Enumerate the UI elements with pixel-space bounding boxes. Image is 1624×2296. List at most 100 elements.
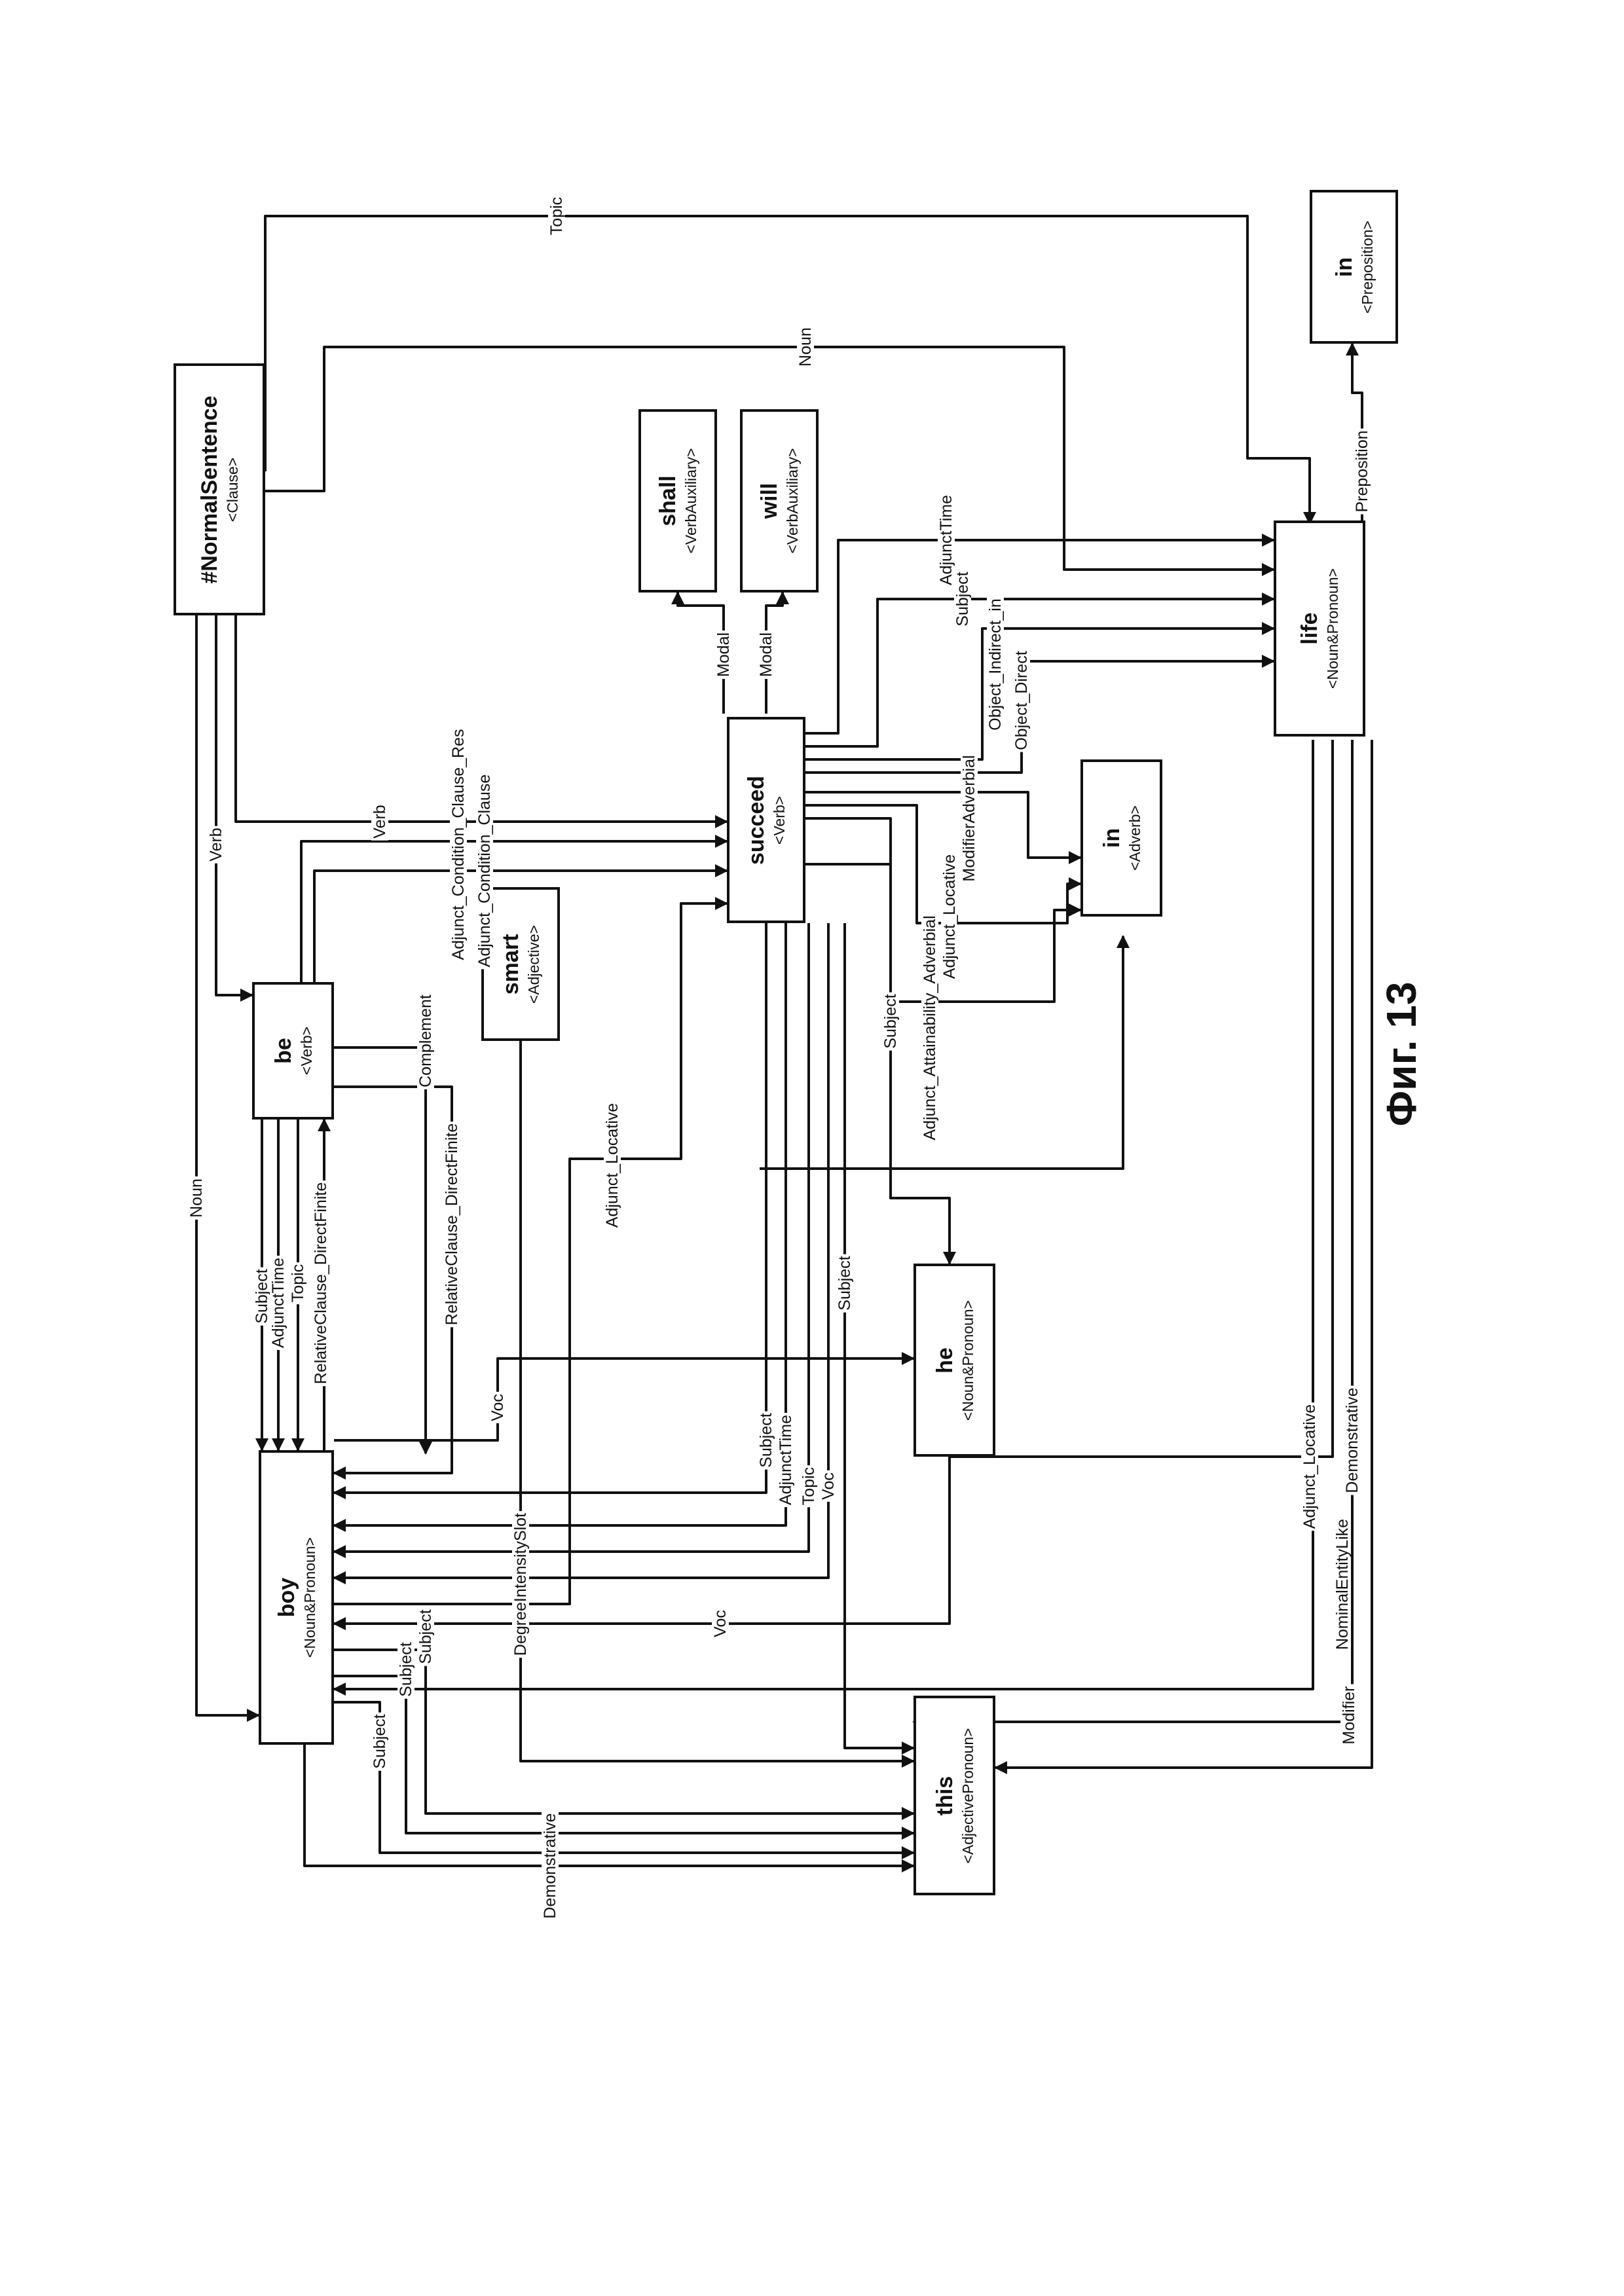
node-in-preposition-name: in (1331, 221, 1357, 314)
node-in-preposition-type: <Preposition> (1357, 221, 1377, 314)
edge-modadv-in (805, 792, 1080, 858)
figure-caption: Фиг. 13 (1377, 982, 1426, 1127)
label-voc-low: Voc (712, 1608, 729, 1639)
label-complement: Complement (417, 993, 434, 1089)
node-will-name: will (756, 448, 783, 553)
label-adj-cond: Adjunct_Condition_Clause (476, 773, 493, 970)
node-will-text: will <VerbAuxiliary> (756, 448, 802, 553)
node-this-name: this (932, 1728, 958, 1863)
edge-complement (334, 1048, 426, 1453)
node-in-adverb-name: in (1099, 805, 1125, 871)
label-subject-lower: Subject (836, 1254, 853, 1312)
edge-verb-left (216, 615, 252, 995)
edge-objdir-life (805, 661, 1274, 773)
node-be-text: be <Verb> (270, 1027, 316, 1075)
node-succeed-name: succeed (743, 775, 769, 864)
edge-subject-boy-2 (334, 1676, 913, 1833)
label-adjloc-life: Adjunct_Locative (1301, 1402, 1318, 1531)
node-smart-name: smart (498, 924, 524, 1003)
label-relclause-mid: RelativeClause_DirectFinite (443, 1121, 460, 1327)
node-smart-text: smart <Adjective> (498, 924, 544, 1003)
node-shall: shall <VerbAuxiliary> (638, 409, 717, 592)
edge-subject-boy-3 (334, 1702, 913, 1853)
label-subject-succ-boy: Subject (758, 1411, 775, 1469)
label-topic-top: Topic (548, 195, 565, 237)
node-succeed: succeed <Verb> (727, 717, 805, 923)
label-subject-boy-3: Subject (371, 1712, 388, 1770)
node-shall-name: shall (655, 448, 681, 553)
edge-objind-life (805, 629, 1274, 759)
label-adjtime-succ-boy: AdjunctTime (777, 1413, 794, 1507)
label-nominal: NominalEntityLike (1334, 1517, 1351, 1652)
node-succeed-type: <Verb> (769, 775, 789, 864)
label-subject-boy-1: Subject (417, 1607, 434, 1666)
node-he-name: he (932, 1300, 958, 1420)
node-life: life <Noun&Pronoun> (1274, 520, 1365, 737)
label-subject-he: Subject (882, 992, 899, 1050)
label-subject-life: Subject (954, 570, 971, 628)
node-in-preposition-text: in <Preposition> (1331, 221, 1377, 314)
label-subject-boy-2: Subject (397, 1640, 415, 1698)
edge-noun-left (196, 615, 259, 1715)
node-succeed-text: succeed <Verb> (743, 775, 789, 864)
node-normal-sentence-type: <Clause> (223, 395, 242, 583)
label-noun-left: Noun (188, 1176, 205, 1220)
label-verb-left: Verb (208, 826, 225, 863)
label-demonstrative-boy: Demonstrative (542, 1811, 559, 1920)
edge-topic-succ-boy (334, 923, 809, 1552)
edge-subject-boy-1 (334, 1650, 913, 1813)
label-relclause-be: RelativeClause_DirectFinite (312, 1180, 329, 1386)
edge-adjtime-succ-boy (334, 923, 786, 1525)
node-be-name: be (270, 1027, 297, 1075)
label-demonstrative-life: Demonstrative (1344, 1385, 1361, 1495)
label-objind-life: Object_Indirect_in (987, 596, 1004, 733)
node-this-text: this <AdjectivePronoun> (932, 1728, 978, 1863)
edge-relclause-mid (334, 1087, 452, 1473)
node-life-type: <Noun&Pronoun> (1323, 568, 1342, 689)
node-will: will <VerbAuxiliary> (740, 409, 819, 592)
node-in-adverb-type: <Adverb> (1125, 805, 1145, 871)
label-objdir-life: Object_Direct (1013, 649, 1030, 752)
node-boy-type: <Noun&Pronoun> (300, 1537, 320, 1658)
node-boy-text: boy <Noun&Pronoun> (274, 1537, 320, 1658)
label-subject-be: Subject (253, 1267, 270, 1325)
label-voc-succ-boy: Voc (820, 1470, 837, 1502)
label-modifier-life: Modifier (1340, 1685, 1357, 1747)
node-life-name: life (1297, 568, 1323, 689)
label-noun-top: Noun (797, 325, 814, 369)
node-in-adverb: in <Adverb> (1080, 759, 1162, 917)
node-be: be <Verb> (252, 982, 334, 1120)
label-verb-mid: Verb (371, 803, 388, 840)
edge-degree (521, 1041, 913, 1761)
label-topic-be: Topic (289, 1262, 306, 1304)
label-topic-succ-boy: Topic (800, 1465, 817, 1507)
label-modal-1: Modal (715, 630, 732, 679)
node-smart-type: <Adjective> (524, 924, 544, 1003)
label-modadv: ModifierAdverbial (961, 753, 978, 883)
node-normal-sentence: #NormalSentence <Clause> (174, 363, 265, 615)
node-shall-text: shall <VerbAuxiliary> (655, 448, 701, 553)
label-adjtime-life: AdjunctTime (938, 493, 955, 587)
label-adjtime-be: AdjunctTime (270, 1256, 287, 1350)
label-attain: Adjunct_Attainability_Adverbial (921, 913, 938, 1142)
label-modal-2: Modal (758, 630, 775, 679)
node-normal-sentence-name: #NormalSentence (196, 395, 223, 583)
node-be-type: <Verb> (297, 1027, 316, 1075)
label-degree: DegreeIntensitySlot (512, 1511, 529, 1658)
node-will-type: <VerbAuxiliary> (783, 448, 802, 553)
edge-modifier-life (995, 740, 1372, 1768)
node-he-type: <Noun&Pronoun> (958, 1300, 978, 1420)
node-this-type: <AdjectivePronoun> (958, 1728, 978, 1863)
node-he-text: he <Noun&Pronoun> (932, 1300, 978, 1420)
node-in-preposition: in <Preposition> (1310, 190, 1398, 344)
label-voc-he: Voc (489, 1392, 506, 1423)
node-normal-sentence-text: #NormalSentence <Clause> (196, 395, 242, 583)
edge-voc-succ-boy (334, 923, 828, 1578)
edge-voc-he (334, 1358, 913, 1440)
node-he: he <Noun&Pronoun> (913, 1264, 995, 1457)
label-preposition: Preposition (1354, 428, 1371, 514)
edge-subject-life (805, 599, 1274, 746)
node-in-adverb-text: in <Adverb> (1099, 805, 1145, 871)
node-shall-type: <VerbAuxiliary> (681, 448, 701, 553)
node-this: this <AdjectivePronoun> (913, 1696, 995, 1895)
